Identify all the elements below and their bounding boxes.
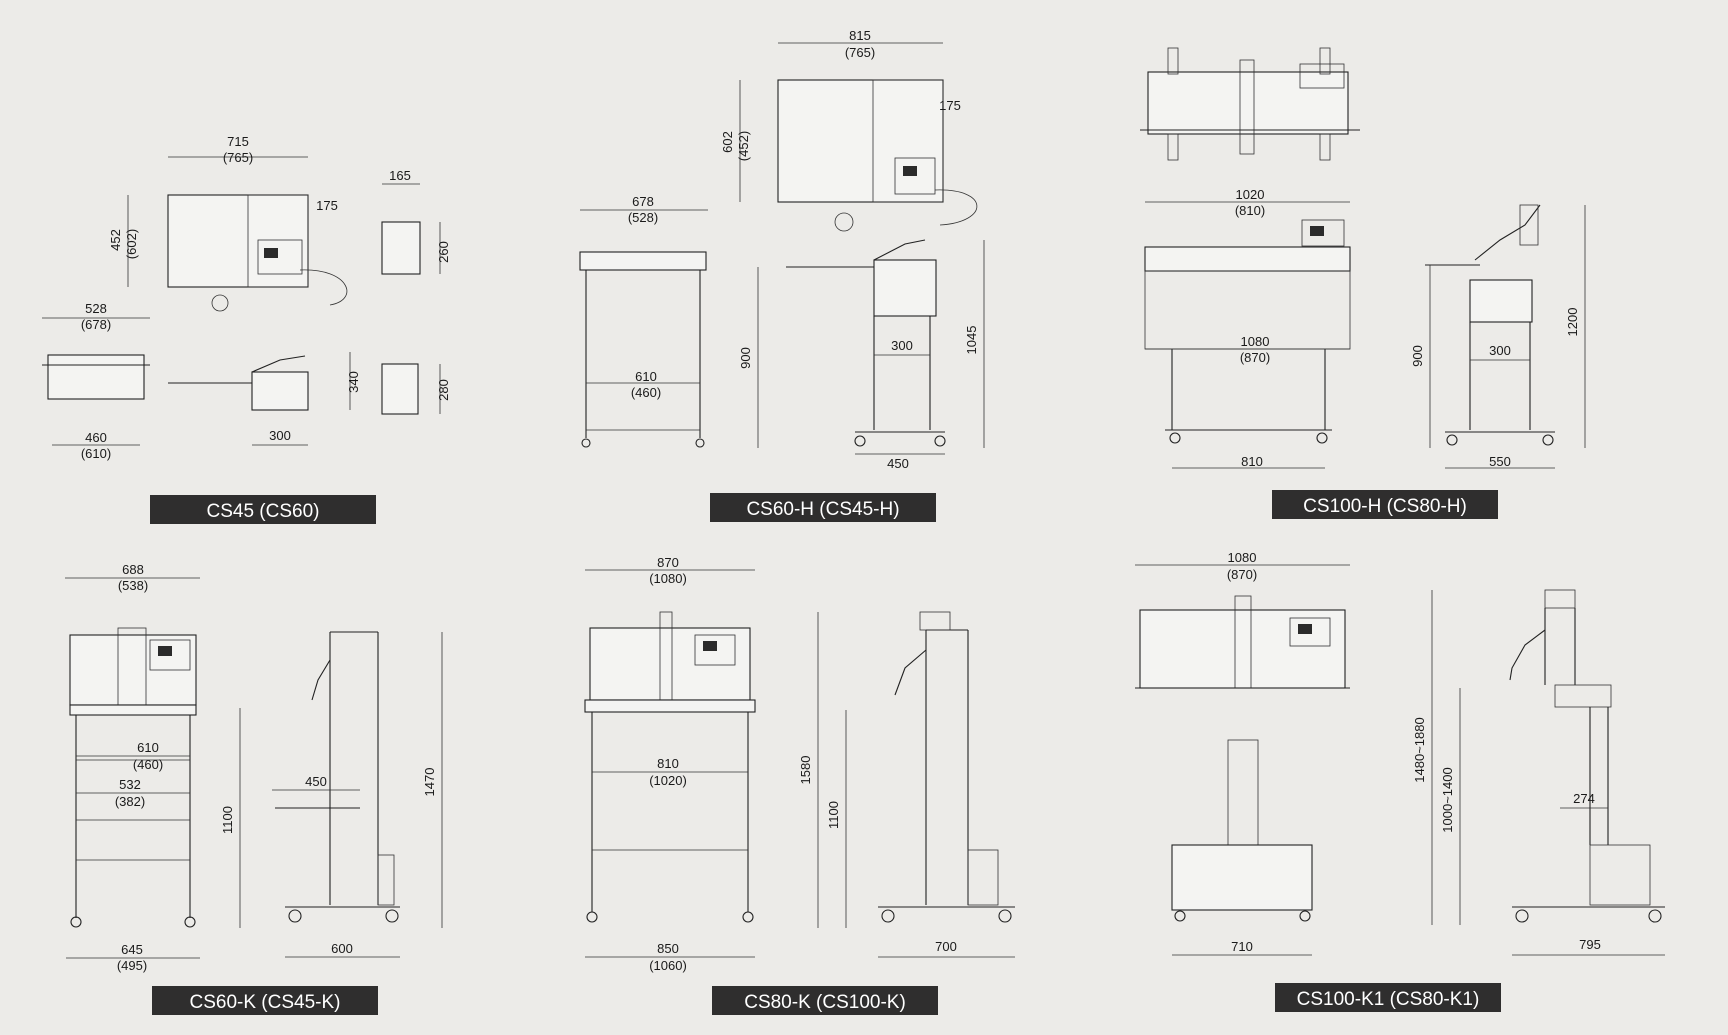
cs60h-side-h: 900 <box>738 347 753 369</box>
cs100k1-b: 710 <box>1231 939 1253 954</box>
cs100k1-range1: 1480~1880 <box>1412 717 1427 782</box>
cs45-arm: 175 <box>316 198 338 213</box>
cs100h-front-w1: 1020 <box>1236 187 1265 202</box>
cs60h-model-label: CS60-H (CS45-H) <box>746 499 899 520</box>
cs60k-m1b: (460) <box>133 757 163 772</box>
cs100k1-model-label: CS100-K1 (CS80-K1) <box>1297 989 1480 1010</box>
cs45-top-h2: (602) <box>124 229 139 259</box>
cs60h-front-w2: (528) <box>628 210 658 225</box>
drawing-cs100h: 1020 (810) 1080 (870) 810 900 300 550 12… <box>1140 47 1586 519</box>
cs45-front-w2: (678) <box>81 317 111 332</box>
cs100k1-range2: 1000~1400 <box>1440 767 1455 832</box>
cs80k-side-h: 1100 <box>826 801 841 829</box>
cs45-model-label: CS45 (CS60) <box>207 501 320 522</box>
cs45-top-w2: (765) <box>223 150 253 165</box>
cs60k-model-label: CS60-K (CS45-K) <box>190 992 341 1013</box>
cs60h-top-h1: 602 <box>720 131 735 153</box>
cs45-side-hh: 340 <box>346 371 361 393</box>
cs100k1-top-w2: (870) <box>1227 567 1257 582</box>
cs60h-front-w1: 678 <box>632 194 654 209</box>
cs100h-model-label: CS100-H (CS80-H) <box>1303 496 1467 517</box>
cs60k-b2: (495) <box>117 958 147 973</box>
cs100k1-arm: 274 <box>1573 791 1595 806</box>
cs100h-side-total: 1200 <box>1565 308 1580 337</box>
cs45-top-h1: 452 <box>108 229 123 251</box>
cs100k1-top-w1: 1080 <box>1228 550 1257 565</box>
cs45-front-w1: 528 <box>85 301 107 316</box>
cs60k-side-b: 600 <box>331 941 353 956</box>
cs60k-side-d: 450 <box>305 774 327 789</box>
cs80k-m1b: (1020) <box>649 773 687 788</box>
cs100h-front-b: 810 <box>1241 454 1263 469</box>
cs60h-side-d: 300 <box>891 338 913 353</box>
cs60k-side-h: 1100 <box>220 806 235 834</box>
cs45-side-d: 300 <box>269 428 291 443</box>
cs80k-b1: 850 <box>657 941 679 956</box>
cs100h-front-m2: (870) <box>1240 350 1270 365</box>
cs45-top-w1: 715 <box>227 134 249 149</box>
cs60h-arm: 175 <box>939 98 961 113</box>
cs80k-side-total: 1580 <box>798 756 813 785</box>
drawing-cs80k: 870 (1080) 810 (1020) 850 (1060) 1580 11… <box>584 555 1015 1015</box>
cs80k-m1a: 810 <box>657 756 679 771</box>
cs80k-model-label: CS80-K (CS100-K) <box>744 992 906 1013</box>
cs60k-m1a: 610 <box>137 740 159 755</box>
drawing-cs100k1: 1080 (870) 710 1480~1880 1000~1400 274 7… <box>1135 550 1665 1012</box>
cs100k1-side-b: 795 <box>1579 937 1601 952</box>
drawing-cs60k: 688 (538) 610 (460) 532 (382) 645 (495) … <box>65 562 443 1015</box>
cs60h-side-b: 450 <box>887 456 909 471</box>
cs80k-b2: (1060) <box>649 958 687 973</box>
drawing-cs45: 715 (765) 452 (602) 175 165 260 528 (678… <box>42 134 451 524</box>
cs60h-top-h2: (452) <box>736 131 751 161</box>
cs45-front-b2: (610) <box>81 446 111 461</box>
cs60k-top-w2: (538) <box>118 578 148 593</box>
cs60h-top-w2: (765) <box>845 45 875 60</box>
cs45-box-h: 280 <box>436 379 451 401</box>
cs60k-m2b: (382) <box>115 794 145 809</box>
cs60k-top-w1: 688 <box>122 562 144 577</box>
cs80k-side-b: 700 <box>935 939 957 954</box>
cs100h-side-b: 550 <box>1489 454 1511 469</box>
cs60h-top-w1: 815 <box>849 28 871 43</box>
cs60k-side-total: 1470 <box>422 768 437 797</box>
cs60h-side-total: 1045 <box>964 326 979 355</box>
cs60h-front-b2: (460) <box>631 385 661 400</box>
cs60k-b1: 645 <box>121 942 143 957</box>
cs60h-front-b1: 610 <box>635 369 657 384</box>
cs45-side-h: 260 <box>436 241 451 263</box>
cs100h-side-h: 900 <box>1410 345 1425 367</box>
cs80k-top-w1: 870 <box>657 555 679 570</box>
cs45-side-w: 165 <box>389 168 411 183</box>
drawing-cs60h: 815 (765) 602 (452) 175 678 (528) 610 (4… <box>579 28 985 522</box>
cs80k-top-w2: (1080) <box>649 571 687 586</box>
cs45-front-b1: 460 <box>85 430 107 445</box>
cs100h-front-m1: 1080 <box>1241 334 1270 349</box>
cs100h-side-d: 300 <box>1489 343 1511 358</box>
cs100h-front-w2: (810) <box>1235 203 1265 218</box>
cs60k-m2a: 532 <box>119 777 141 792</box>
